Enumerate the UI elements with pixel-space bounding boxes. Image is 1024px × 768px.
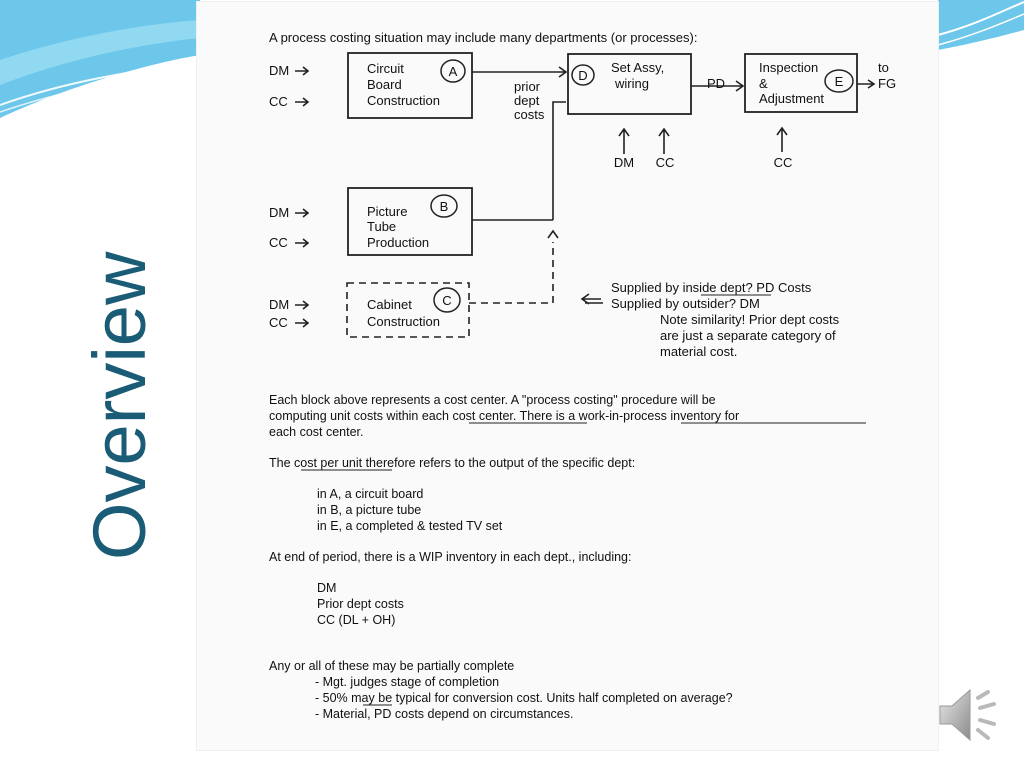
box-b-line2: Tube <box>367 219 396 234</box>
arrow-dm-to-d <box>618 127 630 154</box>
fg-label: FG <box>878 76 896 91</box>
dashed-line-c <box>469 242 554 304</box>
box-c-cc-label: CC <box>269 315 288 330</box>
wip-item-dm: DM <box>317 581 336 595</box>
box-a-cc-label: CC <box>269 94 288 109</box>
box-c-line1: Cabinet <box>367 297 412 312</box>
arrow-e-to-fg <box>857 79 876 89</box>
note-line3: Note similarity! Prior dept costs <box>660 312 840 327</box>
pd-label: PD <box>707 76 725 91</box>
arrow-d-to-e <box>691 80 745 92</box>
e-cc-label: CC <box>774 155 793 170</box>
prior-label-3: costs <box>514 107 545 122</box>
box-b-dm-arrow <box>295 208 310 218</box>
box-c-letter: C <box>442 293 451 308</box>
arrow-cc-to-d <box>658 127 670 154</box>
box-e-letter: E <box>835 74 844 89</box>
box-c-dm-label: DM <box>269 297 289 312</box>
note-line1: Supplied by inside dept? PD Costs <box>611 280 812 295</box>
box-a-cc-arrow <box>295 97 310 107</box>
box-a-line1: Circuit <box>367 61 404 76</box>
speaker-icon[interactable] <box>936 684 1002 746</box>
para1-line3: each cost center. <box>269 425 364 439</box>
to-label: to <box>878 60 889 75</box>
box-b <box>347 187 473 256</box>
box-c-dm-arrow <box>295 300 310 310</box>
note-line2: Supplied by outsider? DM <box>611 296 760 311</box>
box-a-dm-label: DM <box>269 63 289 78</box>
slide-title: Overview <box>78 251 161 560</box>
para1-line1: Each block above represents a cost cente… <box>269 393 716 407</box>
scanned-document: A process costing situation may include … <box>197 2 938 750</box>
box-a <box>347 52 473 119</box>
para2: The cost per unit therefore refers to th… <box>269 456 635 470</box>
para3: At end of period, there is a WIP invento… <box>269 550 631 564</box>
dashed-arrowhead-c <box>547 229 559 239</box>
box-b-letter: B <box>440 199 449 214</box>
note-line4: are just a separate category of <box>660 328 836 343</box>
box-e <box>744 53 858 113</box>
box-b-cc-label: CC <box>269 235 288 250</box>
note-pointer-icon <box>580 293 603 305</box>
prior-label-2: dept <box>514 93 540 108</box>
box-c-line2: Construction <box>367 314 440 329</box>
d-dm-label: DM <box>614 155 634 170</box>
box-e-circle <box>824 69 854 93</box>
box-d-line1: Set Assy, <box>611 60 664 75</box>
wip-item-prior: Prior dept costs <box>317 597 404 611</box>
bullet-3: - Material, PD costs depend on circumsta… <box>315 707 573 721</box>
box-d <box>567 53 692 115</box>
box-d-circle <box>571 64 595 86</box>
box-c <box>346 282 470 338</box>
line-b-to-d <box>552 101 566 220</box>
box-d-line2: wiring <box>614 76 649 91</box>
bullet-1: - Mgt. judges stage of completion <box>315 675 499 689</box>
process-diagram: A process costing situation may include … <box>269 30 896 721</box>
example-a: in A, a circuit board <box>317 487 423 501</box>
box-a-line3: Construction <box>367 93 440 108</box>
prior-label-1: prior <box>514 79 541 94</box>
box-a-dm-arrow <box>295 66 310 76</box>
example-e: in E, a completed & tested TV set <box>317 519 503 533</box>
box-c-circle <box>433 287 461 313</box>
wip-item-cc: CC (DL + OH) <box>317 613 395 627</box>
example-b: in B, a picture tube <box>317 503 421 517</box>
box-a-circle <box>440 59 466 83</box>
arrow-cc-to-e <box>776 126 788 152</box>
arrow-a-to-d <box>472 66 568 78</box>
intro-text: A process costing situation may include … <box>269 30 697 45</box>
box-c-cc-arrow <box>295 318 310 328</box>
box-b-line3: Production <box>367 235 429 250</box>
d-cc-label: CC <box>656 155 675 170</box>
para4: Any or all of these may be partially com… <box>269 659 514 673</box>
box-e-line1: Inspection <box>759 60 818 75</box>
box-b-cc-arrow <box>295 238 310 248</box>
box-a-letter: A <box>449 64 458 79</box>
bullet-2: - 50% may be typical for conversion cost… <box>315 691 733 705</box>
box-d-letter: D <box>578 68 587 83</box>
box-b-circle <box>430 194 458 218</box>
box-e-line2: & <box>759 76 768 91</box>
para1-line2: computing unit costs within each cost ce… <box>269 409 739 423</box>
note-line5: material cost. <box>660 344 737 359</box>
box-b-dm-label: DM <box>269 205 289 220</box>
box-a-line2: Board <box>367 77 402 92</box>
box-e-line3: Adjustment <box>759 91 824 106</box>
box-b-line1: Picture <box>367 204 407 219</box>
slide-decoration <box>0 0 1024 118</box>
